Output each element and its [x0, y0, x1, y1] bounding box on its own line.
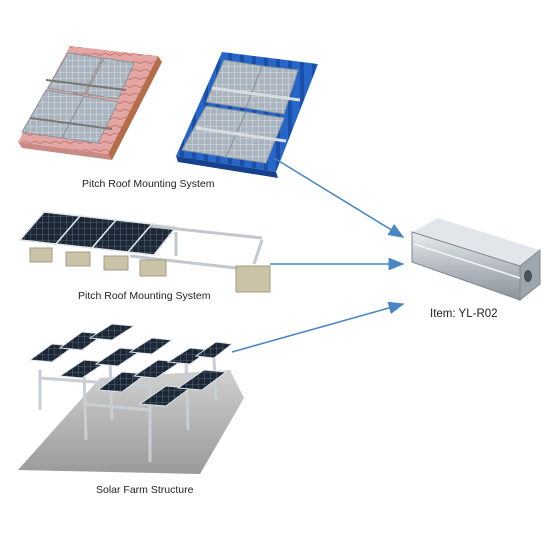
ground-mount-illustration: [18, 211, 271, 293]
rail-profile-icon: [411, 218, 541, 302]
concrete-ballast-blocks: [29, 247, 271, 293]
solar-panels-ground: [18, 211, 178, 256]
arrow-top: [273, 157, 405, 238]
item-label: Item: YL-R02: [430, 308, 498, 320]
farm-solar-panels: [28, 323, 234, 407]
blue-metal-roof-illustration: [176, 52, 318, 178]
red-tile-roof-illustration: [18, 46, 162, 160]
caption-bottom: Solar Farm Structure: [96, 484, 194, 496]
caption-top: Pitch Roof Mounting System: [82, 178, 215, 190]
arrow-bottom: [231, 301, 405, 353]
solar-panels-blue-roof: [181, 59, 301, 164]
connector-arrows: [231, 157, 405, 353]
caption-middle: Pitch Roof Mounting System: [78, 290, 211, 302]
solar-farm-illustration: [18, 323, 244, 474]
solar-panels-red-roof: [21, 52, 135, 144]
